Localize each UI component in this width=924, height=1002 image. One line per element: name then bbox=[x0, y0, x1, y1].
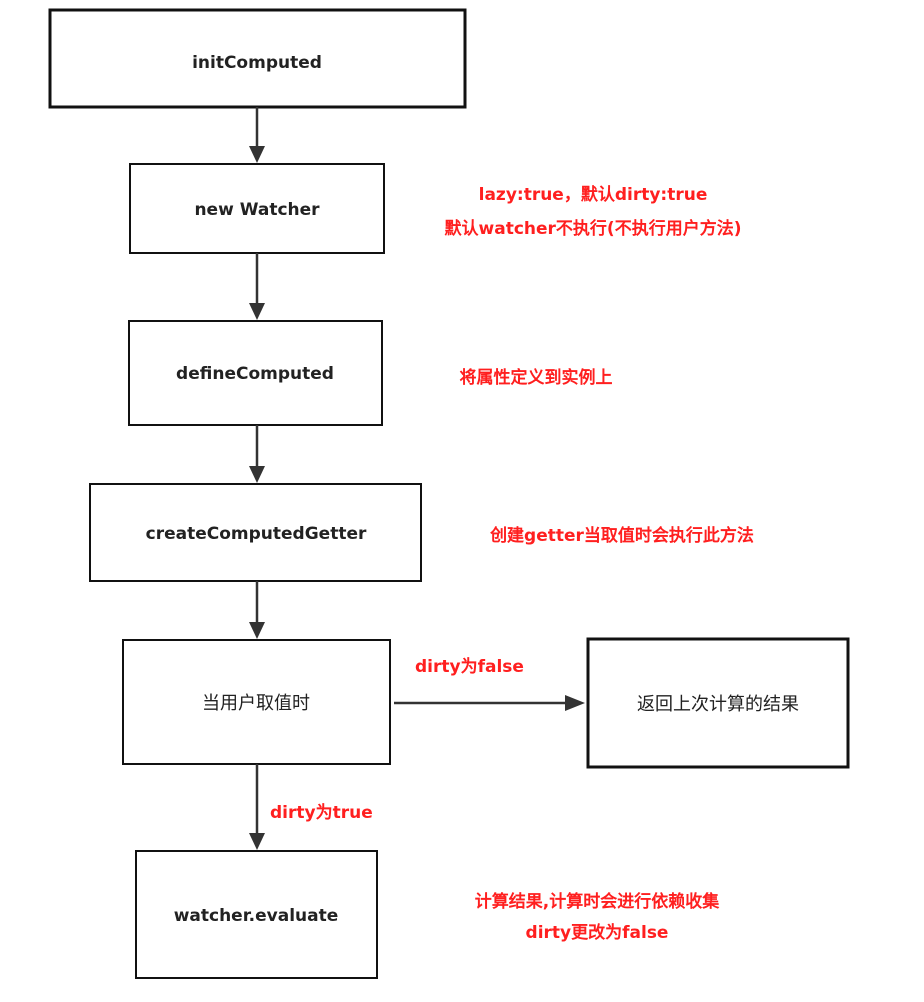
node-define-computed-label: defineComputed bbox=[176, 364, 334, 384]
arrow-down-icon bbox=[249, 146, 265, 163]
node-init-computed-label: initComputed bbox=[192, 53, 322, 73]
edge-dirty-true-label: dirty为true bbox=[270, 802, 373, 823]
arrow-down-icon bbox=[249, 833, 265, 850]
node-create-computed-getter: createComputedGetter bbox=[89, 483, 422, 582]
annotation-watcher-evaluate-line2: dirty更改为false bbox=[526, 922, 669, 943]
node-return-last-result: 返回上次计算的结果 bbox=[586, 637, 850, 769]
edge-getter-to-user-get bbox=[249, 581, 265, 639]
annotation-create-getter: 创建getter当取值时会执行此方法 bbox=[489, 525, 754, 546]
node-user-get: 当用户取值时 bbox=[122, 639, 391, 765]
node-new-watcher: new Watcher bbox=[129, 163, 385, 254]
node-return-last-result-label: 返回上次计算的结果 bbox=[637, 694, 799, 715]
edge-user-get-to-evaluate: dirty为true bbox=[249, 764, 373, 850]
node-watcher-evaluate-label: watcher.evaluate bbox=[174, 906, 339, 926]
edge-user-get-to-return-last: dirty为false bbox=[394, 656, 585, 711]
arrow-down-icon bbox=[249, 466, 265, 483]
node-new-watcher-label: new Watcher bbox=[194, 200, 320, 220]
node-init-computed: initComputed bbox=[48, 8, 467, 109]
arrow-right-icon bbox=[565, 695, 585, 711]
arrow-down-icon bbox=[249, 622, 265, 639]
annotation-new-watcher: lazy:true，默认dirty:true 默认watcher不执行(不执行用… bbox=[445, 184, 742, 239]
edge-define-to-getter bbox=[249, 425, 265, 483]
node-watcher-evaluate: watcher.evaluate bbox=[135, 850, 378, 979]
node-user-get-label: 当用户取值时 bbox=[202, 693, 310, 714]
annotation-watcher-evaluate-line1: 计算结果,计算时会进行依赖收集 bbox=[475, 891, 720, 912]
node-create-computed-getter-label: createComputedGetter bbox=[146, 524, 367, 544]
node-define-computed: defineComputed bbox=[128, 320, 383, 426]
edge-dirty-false-label: dirty为false bbox=[415, 656, 524, 677]
annotation-new-watcher-line2: 默认watcher不执行(不执行用户方法) bbox=[445, 218, 742, 239]
annotation-new-watcher-line1: lazy:true，默认dirty:true bbox=[479, 184, 708, 205]
edge-init-to-watcher bbox=[249, 107, 265, 163]
edge-watcher-to-define bbox=[249, 253, 265, 320]
arrow-down-icon bbox=[249, 303, 265, 320]
annotation-watcher-evaluate: 计算结果,计算时会进行依赖收集 dirty更改为false bbox=[475, 891, 720, 943]
annotation-define-computed: 将属性定义到实例上 bbox=[460, 367, 613, 388]
